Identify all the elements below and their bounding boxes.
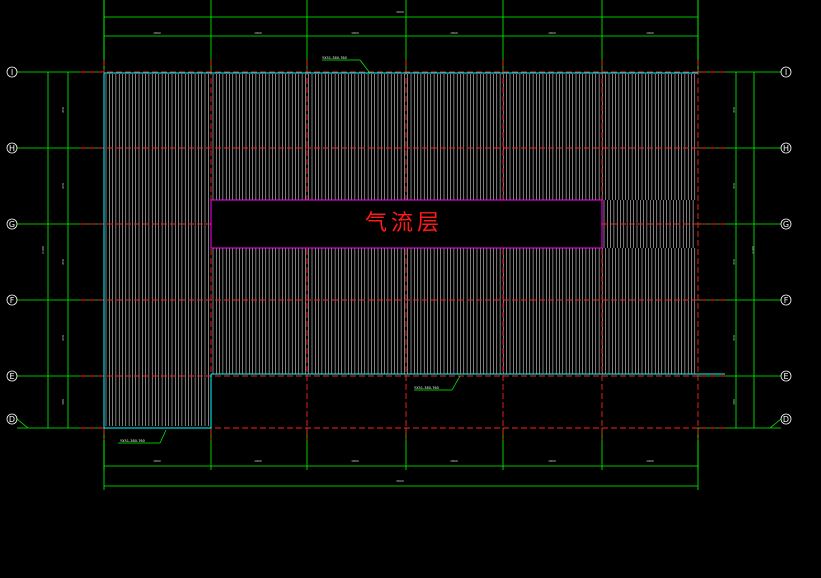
left-span-4: 450 bbox=[61, 335, 65, 341]
svg-text:H: H bbox=[9, 144, 15, 153]
svg-text:G: G bbox=[783, 220, 789, 229]
row-axis-leader bbox=[16, 418, 29, 429]
svg-text:E: E bbox=[783, 372, 788, 381]
svg-text:F: F bbox=[10, 296, 15, 305]
top-span-4: 1800 bbox=[450, 31, 458, 35]
right-total-dimension: 2100 bbox=[751, 246, 755, 254]
right-span-2: 450 bbox=[732, 183, 736, 189]
roof-panel-lines bbox=[105, 74, 696, 426]
overlay-lines bbox=[80, 59, 725, 444]
left-total-dimension: 2100 bbox=[41, 246, 45, 254]
svg-text:H: H bbox=[783, 144, 789, 153]
bottom-span-2: 1800 bbox=[254, 459, 262, 463]
svg-text:G: G bbox=[9, 220, 15, 229]
note-leader bbox=[159, 429, 167, 444]
corner-leader-note: YX51-380-760 bbox=[120, 439, 145, 443]
right-span-3: 450 bbox=[732, 259, 736, 265]
bottom-span-5: 1800 bbox=[548, 459, 556, 463]
bottom-span-4: 1800 bbox=[450, 459, 458, 463]
axis-bubble-left-E: E bbox=[6, 370, 18, 382]
top-leader-note: YX51-380-760 bbox=[322, 56, 347, 60]
top-span-3: 1800 bbox=[351, 31, 359, 35]
bottom-span-6: 1800 bbox=[646, 459, 654, 463]
svg-text:E: E bbox=[9, 372, 14, 381]
note-leader bbox=[359, 59, 371, 74]
top-span-6: 1800 bbox=[646, 31, 654, 35]
axis-bubble-right-H: H bbox=[780, 142, 792, 154]
axis-bubble-left-D: D bbox=[6, 413, 18, 425]
zone-label: 气流层 bbox=[365, 211, 443, 236]
left-span-2: 450 bbox=[61, 183, 65, 189]
svg-text:D: D bbox=[783, 415, 789, 424]
bottom-span-1: 1800 bbox=[153, 459, 161, 463]
axis-bubble-right-G: G bbox=[780, 218, 792, 230]
left-span-3: 450 bbox=[61, 259, 65, 265]
note-leader bbox=[451, 375, 461, 391]
svg-text:I: I bbox=[11, 68, 13, 77]
svg-text:I: I bbox=[785, 68, 787, 77]
axis-bubble-right-I: I bbox=[780, 66, 792, 78]
right-span-5: 300 bbox=[732, 399, 736, 405]
right-span-1: 450 bbox=[732, 107, 736, 113]
row-axis-leader bbox=[769, 418, 782, 429]
axis-bubble-right-F: F bbox=[780, 294, 792, 306]
bottom-leader-note: YX51-380-760 bbox=[414, 386, 439, 390]
axis-bubble-left-F: F bbox=[6, 294, 18, 306]
left-span-5: 300 bbox=[61, 399, 65, 405]
axis-bubble-right-E: E bbox=[780, 370, 792, 382]
top-span-2: 1800 bbox=[254, 31, 262, 35]
axis-bubble-left-G: G bbox=[6, 218, 18, 230]
svg-text:F: F bbox=[784, 296, 789, 305]
axis-bubble-right-D: D bbox=[780, 413, 792, 425]
bottom-span-3: 1800 bbox=[351, 459, 359, 463]
axis-bubble-left-I: I bbox=[6, 66, 18, 78]
top-total-dimension: 3600 bbox=[396, 10, 404, 14]
bottom-total-dimension: 3600 bbox=[396, 479, 404, 483]
left-span-1: 450 bbox=[61, 107, 65, 113]
airflow-opening bbox=[210, 199, 603, 249]
top-span-1: 1800 bbox=[153, 31, 161, 35]
top-span-5: 1800 bbox=[548, 31, 556, 35]
right-span-4: 450 bbox=[732, 335, 736, 341]
svg-text:D: D bbox=[9, 415, 15, 424]
axis-bubble-left-H: H bbox=[6, 142, 18, 154]
